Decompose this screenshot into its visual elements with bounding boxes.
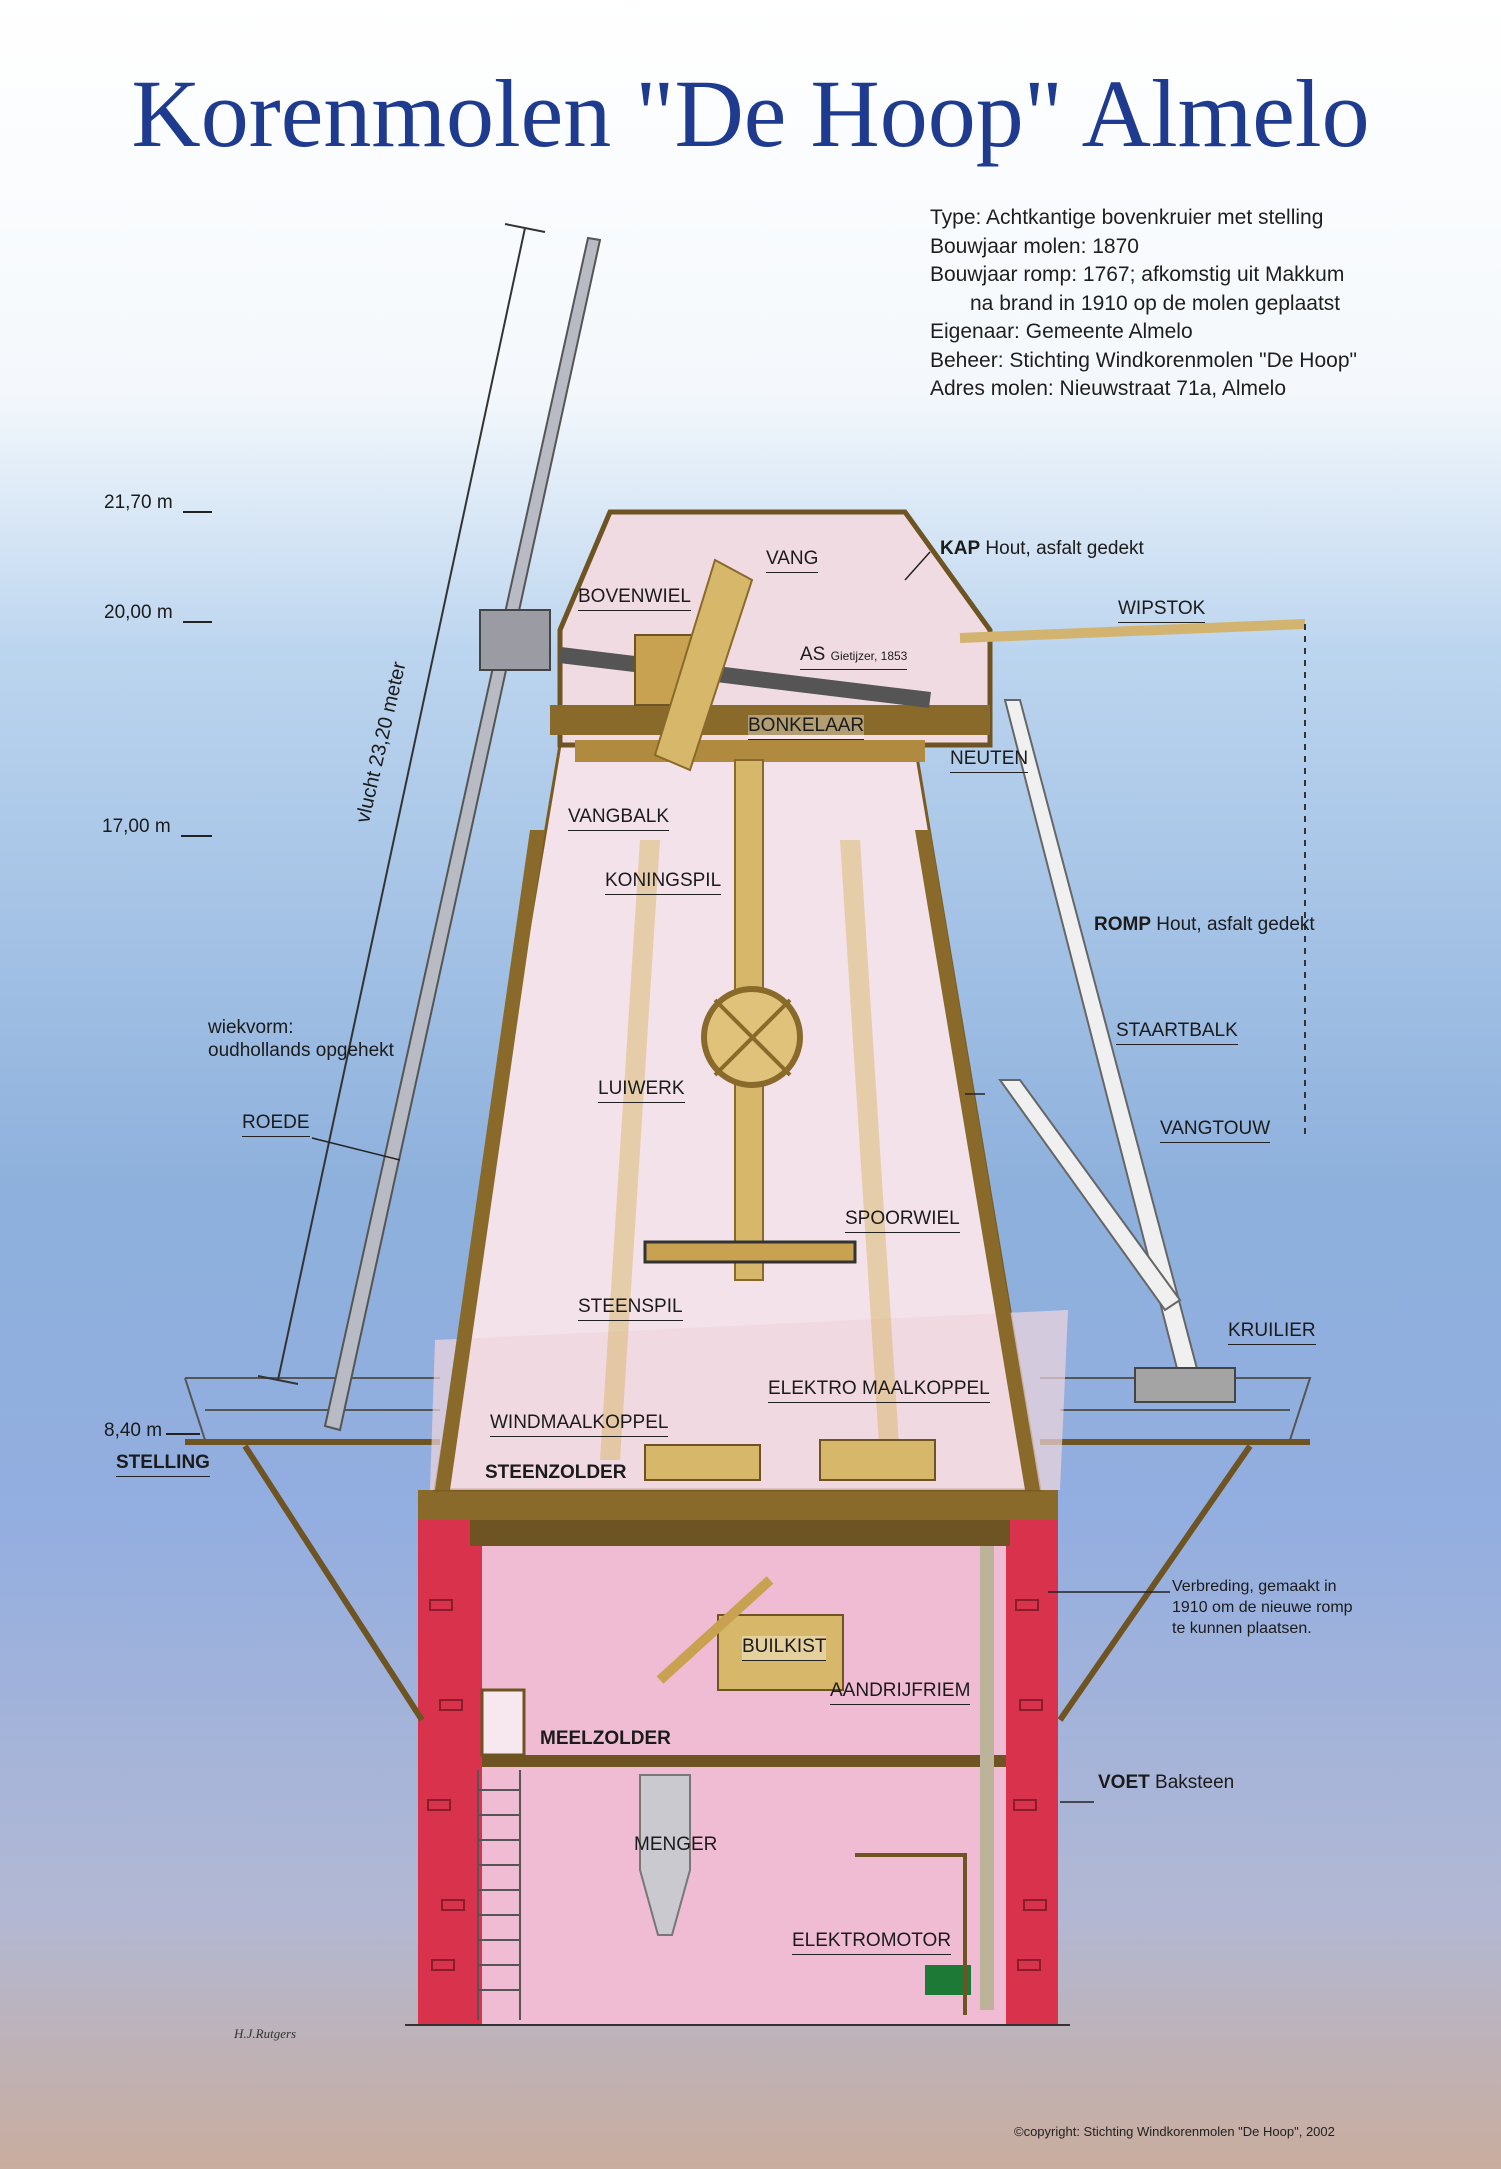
label-windmaalkoppel: WINDMAALKOPPEL <box>490 1412 669 1437</box>
machinery <box>559 558 936 1691</box>
label-vangtouw: VANGTOUW <box>1160 1118 1271 1143</box>
label-elektro-maalkoppel: ELEKTRO MAALKOPPEL <box>768 1378 990 1403</box>
label-wiekvorm: wiekvorm:oudhollands opgehekt <box>208 1017 394 1061</box>
height-2000: 20,00 m <box>104 602 173 623</box>
height-1700: 17,00 m <box>102 816 171 837</box>
label-vangbalk: VANGBALK <box>568 806 670 831</box>
info-block: Type: Achtkantige bovenkruier met stelli… <box>930 204 1357 404</box>
label-bonkelaar: BONKELAAR <box>748 715 865 740</box>
flight-dimension <box>257 223 546 1385</box>
info-built-rump-cont: na brand in 1910 op de molen geplaatst <box>970 291 1341 315</box>
label-spoorwiel: SPOORWIEL <box>845 1208 960 1233</box>
stelling-railing <box>184 1377 1312 1441</box>
info-owner: Eigenaar: Gemeente Almelo <box>930 320 1193 343</box>
info-built-rump: Bouwjaar romp: 1767; afkomstig uit Makku… <box>930 263 1345 286</box>
roede-sail <box>323 236 602 1432</box>
label-elektromotor: ELEKTROMOTOR <box>792 1930 952 1955</box>
label-steenspil: STEENSPIL <box>578 1296 683 1321</box>
label-voet: VOET Baksteen <box>1098 1772 1235 1793</box>
label-staartbalk: STAARTBALK <box>1116 1020 1238 1045</box>
label-aandrijfriem: AANDRIJFRIEM <box>830 1680 971 1705</box>
artist-signature: H.J.Rutgers <box>234 2026 297 2041</box>
label-stelling: STELLING <box>116 1452 210 1477</box>
label-vang: VANG <box>766 548 819 573</box>
label-steenzolder: STEENZOLDER <box>485 1462 627 1483</box>
label-kruilier: KRUILIER <box>1228 1320 1316 1345</box>
label-menger: MENGER <box>634 1834 718 1855</box>
label-builkist: BUILKIST <box>742 1636 827 1661</box>
info-type: Type: Achtkantige bovenkruier met stelli… <box>930 206 1324 229</box>
leader-lines <box>311 551 1170 1803</box>
page-title: Korenmolen "De Hoop" Almelo <box>131 60 1370 167</box>
stelling-gallery <box>185 1439 1310 1722</box>
info-management: Beheer: Stichting Windkorenmolen "De Hoo… <box>930 348 1357 372</box>
voet-brick-base <box>405 1490 1070 2026</box>
label-romp: ROMP Hout, asfalt gedekt <box>1094 914 1315 935</box>
wipstok-staartbalk <box>959 619 1306 1403</box>
info-address: Adres molen: Nieuwstraat 71a, Almelo <box>930 377 1287 400</box>
note-verbreding: Verbreding, gemaakt in 1910 om de nieuwe… <box>1172 1578 1353 1637</box>
height-2170: 21,70 m <box>104 492 173 513</box>
info-built-mill: Bouwjaar molen: 1870 <box>930 234 1139 258</box>
copyright: ©copyright: Stichting Windkorenmolen "De… <box>1014 2124 1335 2139</box>
label-koningspil: KONINGSPIL <box>605 870 722 895</box>
label-meelzolder: MEELZOLDER <box>540 1728 671 1749</box>
height-ticks <box>166 511 212 1435</box>
label-neuten: NEUTEN <box>950 748 1029 773</box>
label-luiwerk: LUIWERK <box>598 1078 685 1103</box>
label-as: AS Gietijzer, 1853 <box>800 644 908 670</box>
label-roede: ROEDE <box>242 1112 310 1137</box>
label-bovenwiel: BOVENWIEL <box>578 586 691 611</box>
label-kap: KAP Hout, asfalt gedekt <box>940 538 1144 559</box>
label-wipstok: WIPSTOK <box>1118 598 1206 623</box>
height-840: 8,40 m <box>104 1420 163 1441</box>
